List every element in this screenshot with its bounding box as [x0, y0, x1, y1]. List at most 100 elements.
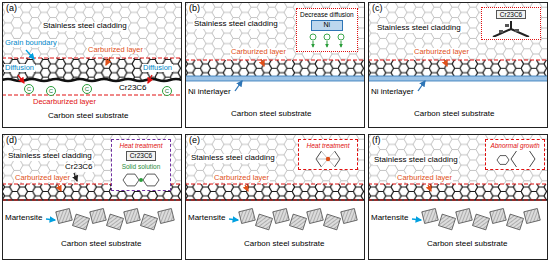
part-label: Ni interlayer: [187, 88, 232, 97]
part-label: Carburized layer: [413, 48, 470, 56]
panel-letter: (a): [5, 4, 18, 14]
part-label: Carbon steel substrate: [230, 110, 313, 119]
grain-outline: [497, 156, 509, 165]
inset-text: Cr23C6: [126, 151, 156, 160]
inset-text: Solid solution: [122, 163, 161, 170]
leader-arrow: [418, 81, 425, 91]
layer-boundary: [368, 60, 548, 61]
panel-clip-group: [185, 134, 365, 260]
part-label: Decarburized layer: [32, 98, 97, 106]
martensite-block: [524, 208, 540, 223]
panel-ground: [2, 134, 182, 260]
carburized-ground: [185, 184, 365, 200]
martensite-block: [341, 208, 357, 223]
part-label: Stainless steel cladding: [42, 22, 128, 31]
grain-outline: [143, 175, 159, 187]
layer-boundary: [185, 200, 365, 201]
inset-drawing: [115, 172, 167, 188]
part-label: Carbon steel substrate: [413, 110, 496, 119]
leader-arrow: [148, 75, 152, 83]
stainless-grains: [368, 2, 548, 76]
inset-box: Abnormal growth: [485, 139, 545, 170]
inset-box: Heat treatment: [298, 139, 358, 170]
panel-clip-group: [2, 134, 182, 260]
leader-arrow: [106, 57, 110, 65]
interface-line: [368, 199, 548, 201]
carburized-grains: [185, 184, 365, 200]
inset-text: Heat treatment: [120, 142, 163, 149]
panel-illustration: [2, 2, 182, 128]
martensite-block: [307, 208, 323, 223]
martensite-block: [158, 208, 174, 223]
martensite-block: [90, 208, 106, 223]
carburized-ground: [2, 58, 182, 80]
martensite-block: [273, 208, 289, 223]
martensite-block: [140, 214, 157, 230]
panel-letter: (d): [5, 136, 18, 146]
leader-arrow: [74, 173, 77, 181]
part-label: Stainless steel cladding: [190, 154, 276, 163]
layer-boundary: [2, 200, 182, 201]
carburized-ground: [368, 60, 548, 76]
abnormal-grain: [511, 151, 535, 167]
panel-clip-group: [368, 134, 548, 260]
carbide-particle: [515, 29, 519, 32]
leader-arrow: [46, 219, 55, 220]
stainless-grains: [2, 2, 182, 80]
inset-drawing: [301, 33, 353, 49]
part-label: Stainless steel cladding: [7, 152, 93, 161]
part-label: Martensite: [370, 214, 409, 223]
martensite-block: [106, 214, 123, 230]
martensite-block: [323, 214, 340, 230]
panel-illustration: [368, 134, 548, 260]
stainless-grains: [185, 2, 365, 76]
carbon-atom: [324, 34, 330, 40]
martensite-block: [158, 208, 174, 223]
martensite-block: [438, 214, 455, 230]
stainless-grains: [2, 134, 182, 200]
martensite-block: [72, 214, 89, 230]
inset-drawing: [485, 21, 537, 37]
inset-text: Cr23C6: [496, 10, 526, 19]
panel-clip-group: [368, 2, 548, 128]
martensite-block: [472, 214, 489, 230]
part-label: Stainless steel cladding: [373, 156, 459, 165]
inset-figure: [489, 151, 541, 167]
martensite-block: [273, 208, 289, 223]
layer-boundary: [185, 60, 365, 61]
part-label: Stainless steel cladding: [376, 24, 462, 33]
panel-illustration: [368, 2, 548, 128]
martensite-block: [456, 208, 472, 223]
martensite-block: [56, 208, 72, 223]
part-label: Carbon steel substrate: [426, 240, 509, 249]
martensite-block: [140, 214, 157, 230]
diffusion-arrow: [340, 41, 341, 47]
leader-arrow: [444, 59, 447, 66]
leader-arrow: [235, 81, 242, 91]
part-label: Cr23C6: [64, 163, 94, 172]
part-label: Stainless steel cladding: [193, 20, 279, 29]
carbon-atom: C: [46, 86, 56, 96]
panel-letter: (f): [371, 136, 382, 146]
martensite-block: [506, 214, 523, 230]
martensite-block: [289, 214, 306, 230]
part-label: Carburized layer: [396, 174, 453, 182]
part-label: Carburized layer: [14, 174, 71, 182]
panel-ground: [368, 134, 548, 260]
diffusion-arrow: [312, 41, 313, 47]
carburized-ground: [185, 60, 365, 76]
martensite-block: [289, 214, 306, 230]
martensite-block: [323, 214, 340, 230]
panel-ground: [185, 134, 365, 260]
interface-line: [185, 199, 365, 201]
part-label: Carburized layer: [87, 46, 144, 54]
carbon-atom: C: [162, 86, 172, 96]
panel-ground: [368, 2, 548, 128]
part-label: Grain boundary: [4, 39, 58, 47]
martensite-block: [239, 208, 255, 223]
martensite-block: [456, 208, 472, 223]
layer-boundary: [368, 200, 548, 201]
part-label: Ni interlayer: [370, 88, 415, 97]
